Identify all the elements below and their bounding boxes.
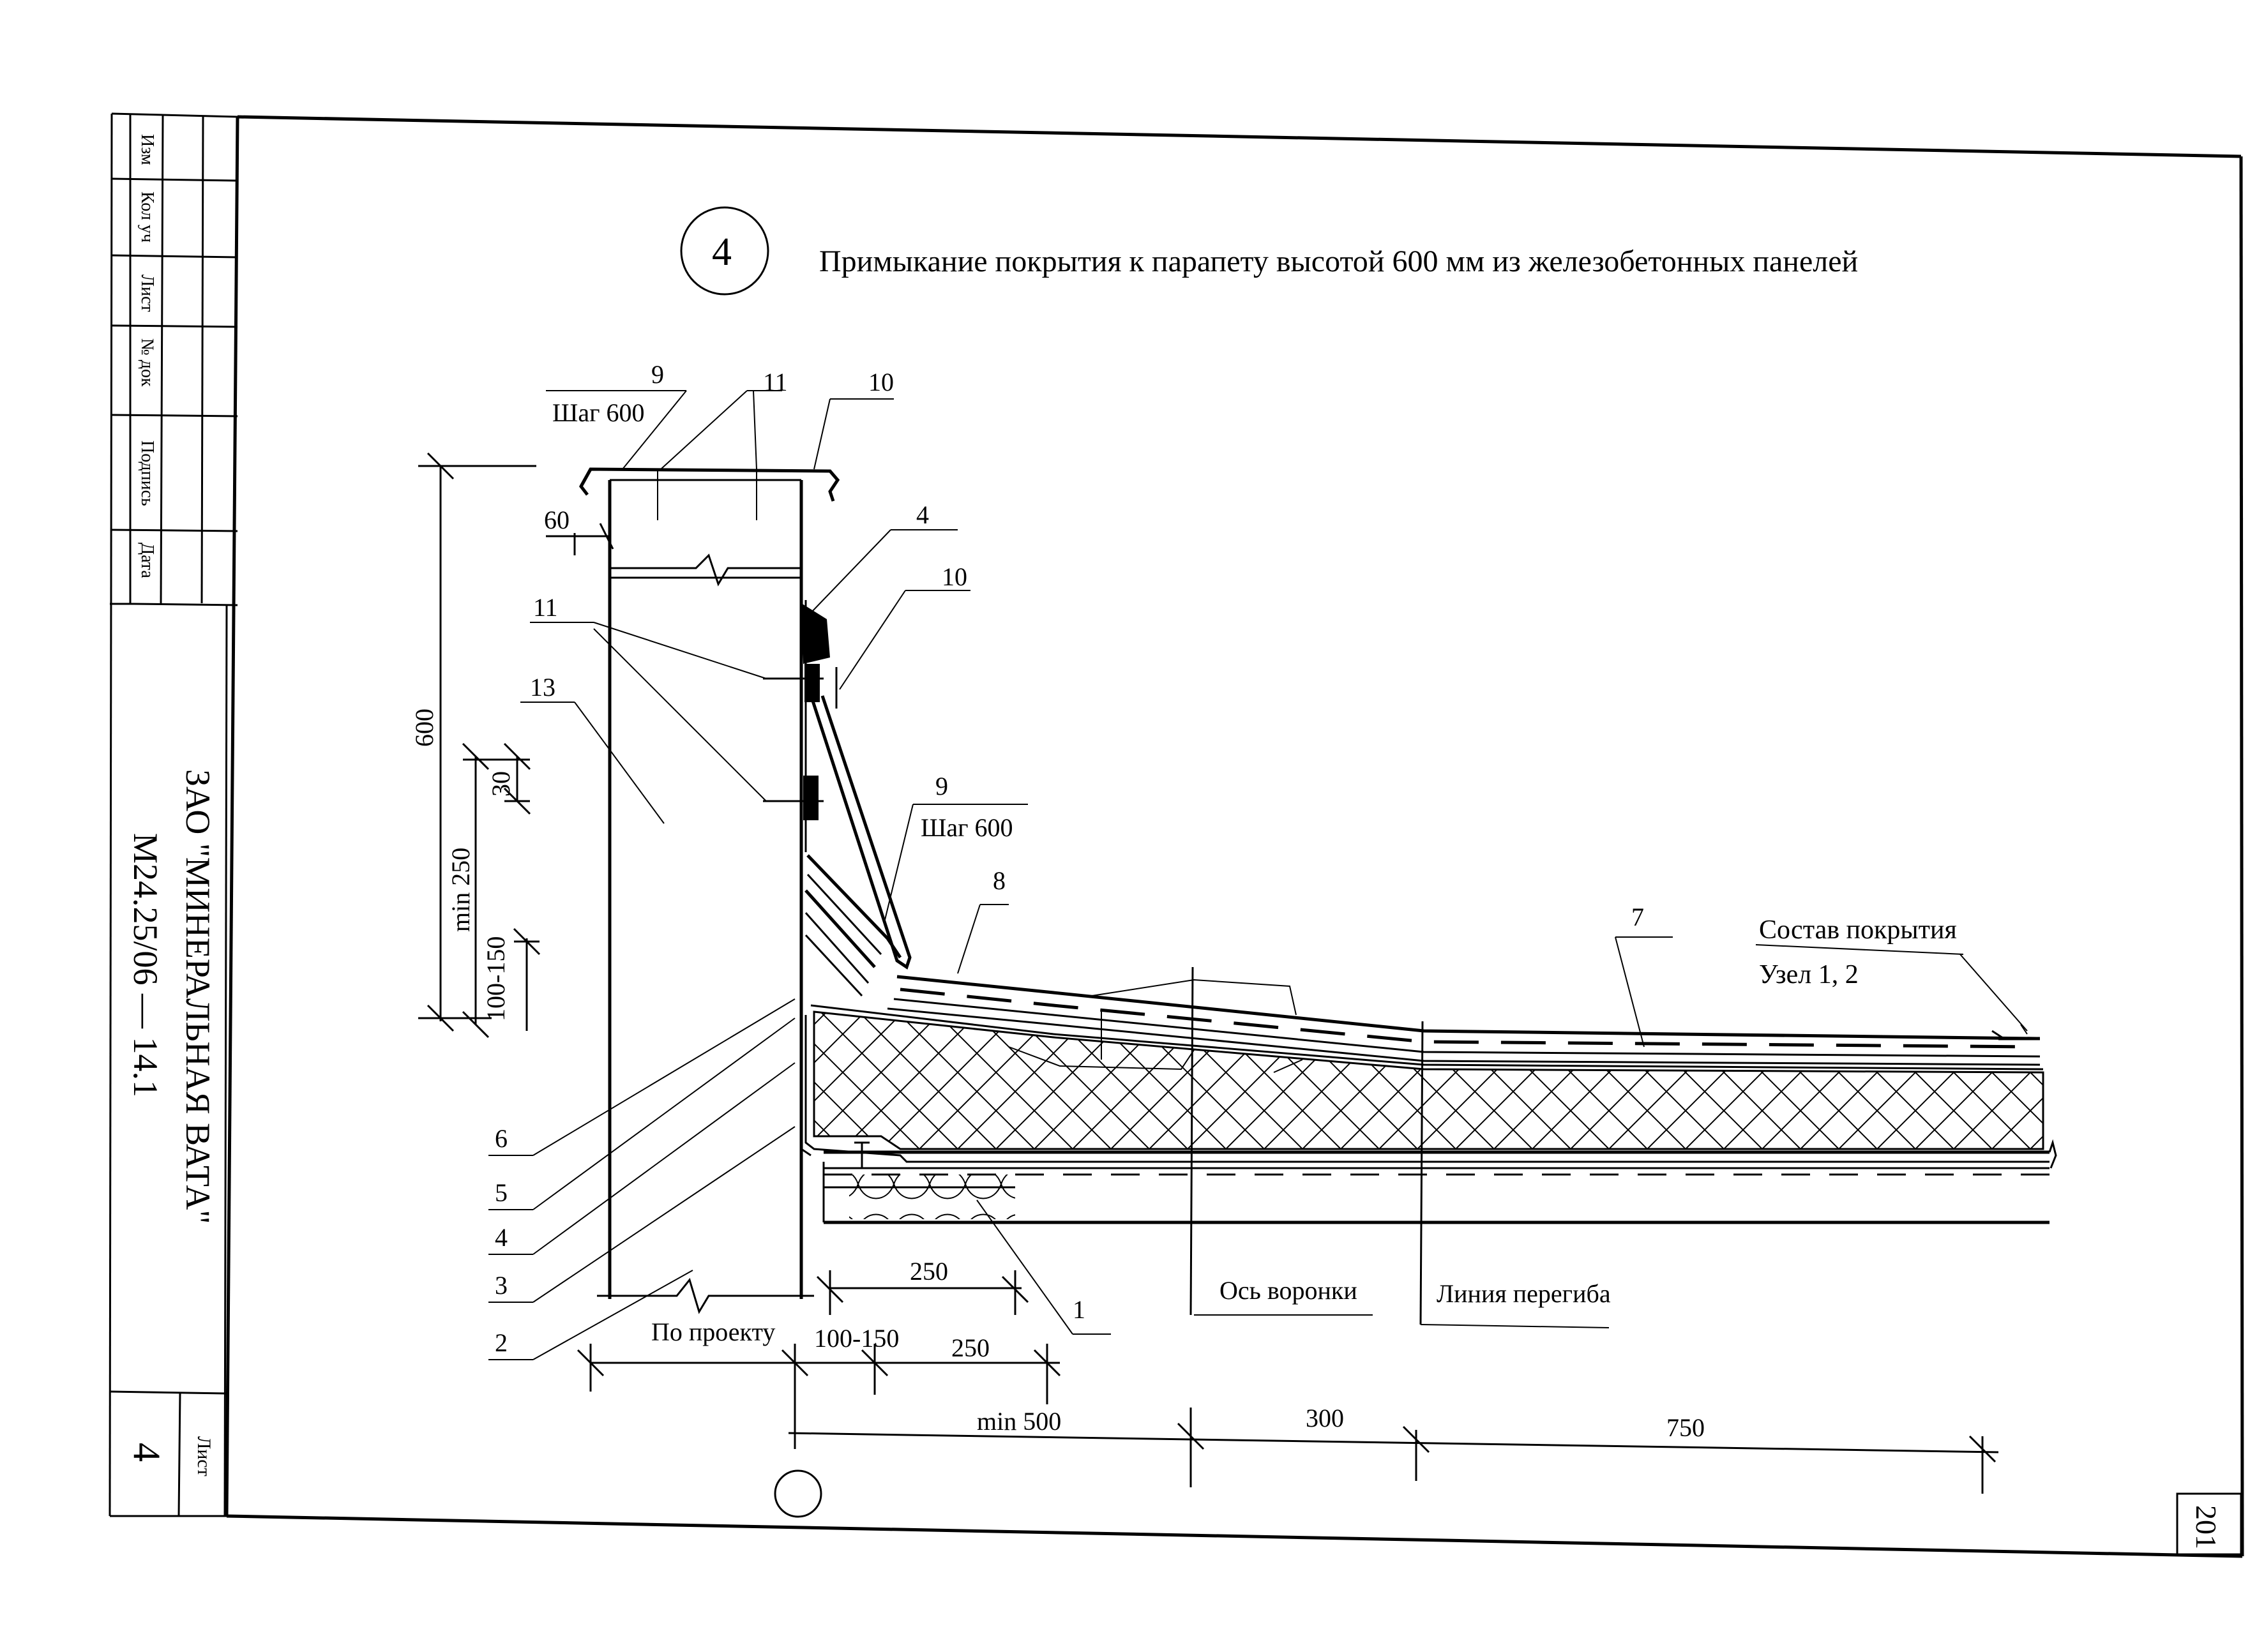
stamp-col-list: Лист bbox=[137, 274, 157, 312]
stamp-col-kol-uch: Кол уч bbox=[137, 191, 157, 243]
callout-5: 5 bbox=[495, 1178, 508, 1207]
page-number-box bbox=[2176, 1492, 2242, 1556]
counter-flashing bbox=[810, 695, 912, 970]
dim-250-bot: 250 bbox=[951, 1333, 990, 1362]
callout-1: 1 bbox=[1073, 1295, 1085, 1324]
dim-min500: min 500 bbox=[977, 1407, 1061, 1436]
callout-4-top: 4 bbox=[916, 500, 929, 529]
axis-marker bbox=[774, 1469, 822, 1518]
callout-13: 13 bbox=[530, 673, 555, 702]
fold-line bbox=[1419, 1021, 1424, 1325]
dim-60: 60 bbox=[544, 506, 570, 534]
stamp-strip bbox=[109, 112, 238, 1517]
stamp-col-izm: Изм bbox=[137, 134, 157, 165]
callout-9-mid: 9 bbox=[935, 772, 948, 800]
note-node: Узел 1, 2 bbox=[1759, 960, 1859, 989]
detail-number-circle bbox=[680, 206, 769, 296]
insulation-board bbox=[813, 1010, 2044, 1150]
page-number: 201 bbox=[2190, 1505, 2223, 1549]
dim-300: 300 bbox=[1306, 1404, 1344, 1432]
callout-7: 7 bbox=[1631, 903, 1644, 931]
callout-6: 6 bbox=[495, 1124, 508, 1153]
membrane-upturn bbox=[804, 854, 902, 997]
leader-lines bbox=[488, 390, 2028, 1360]
cap-flashing bbox=[579, 467, 840, 502]
callout-9-top: 9 bbox=[651, 360, 664, 389]
note-funnel-axis: Ось воронки bbox=[1219, 1276, 1357, 1305]
note-step-mid: Шаг 600 bbox=[921, 813, 1013, 842]
note-roof-composition: Состав покрытия bbox=[1759, 915, 1957, 945]
document-code: М24.25/06 — 14.1 bbox=[126, 833, 165, 1097]
dimension-lines bbox=[418, 452, 1999, 1494]
note-fold-line: Линия перегиба bbox=[1437, 1279, 1611, 1308]
stamp-col-doc-no: № док bbox=[137, 338, 157, 387]
note-by-project: По проекту bbox=[651, 1318, 775, 1346]
dim-30: 30 bbox=[487, 771, 515, 797]
sheet-label: Лист bbox=[193, 1436, 215, 1476]
dim-600: 600 bbox=[410, 709, 439, 747]
note-step-top: Шаг 600 bbox=[552, 398, 645, 427]
dim-100-150-v: 100-150 bbox=[481, 936, 510, 1021]
dim-min250: min 250 bbox=[446, 848, 475, 932]
callout-11-mid: 11 bbox=[533, 593, 558, 622]
dim-250-top: 250 bbox=[910, 1257, 948, 1286]
dim-750: 750 bbox=[1666, 1413, 1705, 1442]
callout-4: 4 bbox=[495, 1223, 508, 1252]
callout-10-mid: 10 bbox=[942, 562, 967, 591]
dim-100-150-h: 100-150 bbox=[814, 1324, 899, 1353]
detail-number: 4 bbox=[712, 230, 732, 274]
drain-funnel-outline bbox=[1091, 979, 1297, 1016]
parapet-panel bbox=[597, 479, 814, 1314]
roof-layers bbox=[800, 975, 2057, 1224]
callout-3: 3 bbox=[495, 1271, 508, 1300]
drawing-title: Примыкание покрытия к парапету высотой 6… bbox=[819, 244, 1858, 278]
callout-2: 2 bbox=[495, 1328, 508, 1357]
callout-10-top: 10 bbox=[868, 368, 894, 396]
funnel-axis-line bbox=[1189, 966, 1194, 1316]
sheet-frame bbox=[225, 115, 2244, 1558]
callout-8: 8 bbox=[993, 866, 1006, 895]
company-name: ЗАО "МИНЕРАЛЬНАЯ ВАТА" bbox=[179, 769, 217, 1224]
stamp-col-date: Дата bbox=[137, 543, 157, 578]
sealant-upper bbox=[801, 603, 830, 664]
stamp-col-signature: Подпись bbox=[137, 440, 157, 506]
callout-11-top: 11 bbox=[763, 368, 788, 396]
sheet-number: 4 bbox=[126, 1443, 168, 1462]
mineral-wool-filler bbox=[849, 1175, 1015, 1219]
